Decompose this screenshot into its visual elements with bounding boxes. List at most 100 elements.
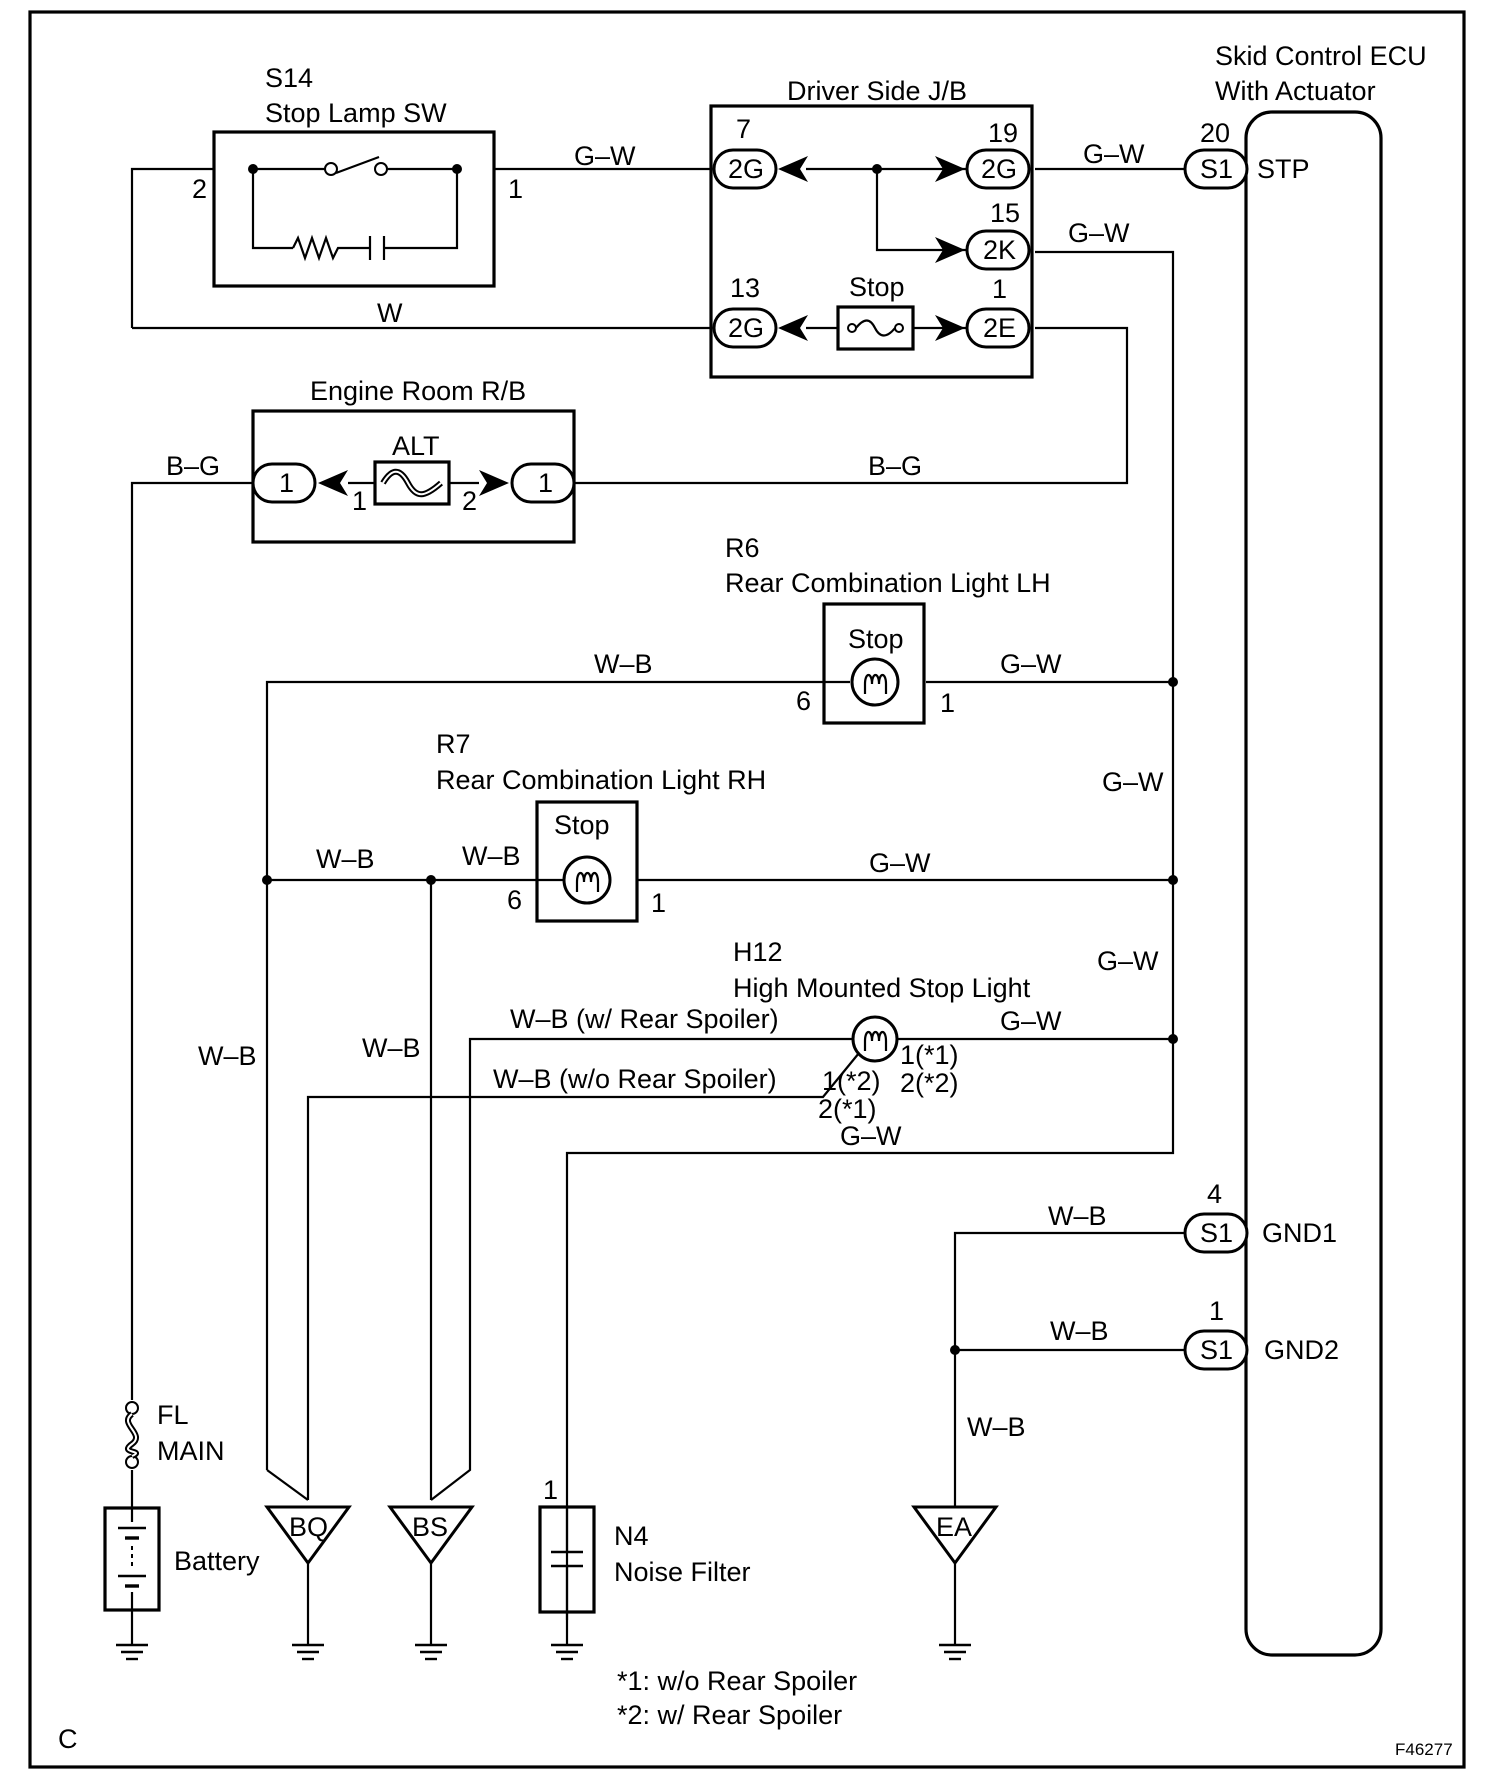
n4-id: N4: [614, 1521, 649, 1551]
ecu-terminal-gnd2: GND2: [1264, 1335, 1339, 1365]
r7-name: Rear Combination Light RH: [436, 765, 766, 795]
ground-point-bs: BS: [387, 1505, 475, 1566]
rb-connector-left: 1: [279, 468, 294, 498]
s14-pin-2: 2: [192, 174, 207, 204]
rb-name: Engine Room R/B: [310, 376, 526, 406]
ground-point-bq: BQ: [264, 1505, 352, 1566]
wire-label-gw-stp: G–W: [1083, 139, 1145, 169]
jb-pin-19: 19: [988, 118, 1018, 148]
battery-label: Battery: [174, 1546, 260, 1576]
n4-pin-1: 1: [543, 1475, 558, 1505]
h12-pin-l2: 2(*1): [818, 1094, 877, 1124]
high-mounted-stop-light: H12 High Mounted Stop Light 1(*1) 2(*2) …: [733, 937, 1031, 1124]
driver-side-junction-block: Driver Side J/B 7 2G 13 2G 19 2G 15 2K 1…: [709, 76, 1034, 379]
jb-pin-7: 7: [736, 114, 751, 144]
wire-label-wb-r7-b: W–B: [462, 841, 521, 871]
ecu-terminal-stp: STP: [1257, 154, 1310, 184]
r6-id: R6: [725, 533, 760, 563]
jb-pin-1: 1: [992, 274, 1007, 304]
s14-name: Stop Lamp SW: [265, 98, 447, 128]
r6-pin-6: 6: [796, 686, 811, 716]
wire-label-w: W: [377, 298, 403, 328]
wire-label-wb-bs: W–B: [362, 1033, 421, 1063]
wire-label-gw-2k: G–W: [1068, 218, 1130, 248]
ground-point-ea: EA: [911, 1505, 999, 1566]
r6-pin-1: 1: [940, 688, 955, 718]
wire-label-wb-ea: W–B: [967, 1412, 1026, 1442]
ecu-pin-4: 4: [1207, 1179, 1222, 1209]
jb-fuse-label: Stop: [849, 272, 905, 302]
note-1: *1: w/o Rear Spoiler: [617, 1666, 857, 1696]
wire-label-wb-r7-a: W–B: [316, 844, 375, 874]
ecu-connector-s1-gnd2: S1: [1200, 1335, 1233, 1365]
ecu-connector-s1-stp: S1: [1200, 154, 1233, 184]
ground-ea-label: EA: [936, 1512, 972, 1542]
rear-combination-light-lh: R6 Rear Combination Light LH Stop 6 1: [725, 533, 1051, 725]
noise-filter: 1 N4 Noise Filter: [538, 1475, 751, 1614]
battery: Battery: [103, 1506, 260, 1612]
h12-pin-l1: 1(*2): [822, 1066, 881, 1096]
ecu-name-line1: Skid Control ECU: [1215, 41, 1427, 71]
ground-bs-label: BS: [412, 1512, 448, 1542]
h12-name: High Mounted Stop Light: [733, 973, 1031, 1003]
jb-name: Driver Side J/B: [787, 76, 967, 106]
note-2: *2: w/ Rear Spoiler: [617, 1700, 842, 1730]
wire-label-wb-r6: W–B: [594, 649, 653, 679]
n4-name: Noise Filter: [614, 1557, 751, 1587]
wire-label-wb-gnd1: W–B: [1048, 1201, 1107, 1231]
figure-number: F46277: [1395, 1740, 1453, 1759]
footnotes: *1: w/o Rear Spoiler *2: w/ Rear Spoiler…: [58, 1666, 1453, 1759]
fl-label-1: FL: [157, 1400, 189, 1430]
s14-id: S14: [265, 63, 313, 93]
wire-label-bg-left: B–G: [166, 451, 220, 481]
wire-label-gw-n4: G–W: [840, 1121, 902, 1151]
jb-connector-2g-13: 2G: [728, 313, 764, 343]
jb-connector-2k-15: 2K: [983, 235, 1016, 265]
wires: [130, 167, 1185, 1644]
wire-label-gw-vert-1: G–W: [1102, 767, 1164, 797]
rb-pin-1: 1: [352, 486, 367, 516]
rb-pin-2: 2: [462, 486, 477, 516]
wire-labels: G–W G–W G–W W B–G B–G W–B G–W G–W W–B W–…: [166, 139, 1164, 1442]
stop-lamp-switch: S14 Stop Lamp SW 2 1: [192, 63, 523, 288]
wire-label-wb-without-spoiler: W–B (w/o Rear Spoiler): [493, 1064, 777, 1094]
h12-pin-r2: 2(*2): [900, 1068, 959, 1098]
s14-pin-1: 1: [508, 174, 523, 204]
diagram-frame: [28, 10, 1466, 1769]
wire-label-gw-r7: G–W: [869, 848, 931, 878]
engine-room-relay-block: Engine Room R/B 1 1 ALT 1 2: [251, 376, 576, 544]
wire-label-wb-with-spoiler: W–B (w/ Rear Spoiler): [510, 1004, 779, 1034]
h12-pin-r1: 1(*1): [900, 1040, 959, 1070]
jb-connector-2e-1: 2E: [983, 313, 1016, 343]
wire-label-gw-h12: G–W: [1000, 1006, 1062, 1036]
jb-pin-15: 15: [990, 198, 1020, 228]
wire-label-wb-bq: W–B: [198, 1041, 257, 1071]
wire-label-wb-gnd2: W–B: [1050, 1316, 1109, 1346]
wire-label-gw-r6: G–W: [1000, 649, 1062, 679]
h12-id: H12: [733, 937, 783, 967]
jb-connector-2g-19: 2G: [981, 154, 1017, 184]
jb-connector-2g-7: 2G: [728, 154, 764, 184]
wire-label-bg-right: B–G: [868, 451, 922, 481]
ecu-terminal-gnd1: GND1: [1262, 1218, 1337, 1248]
corner-letter: C: [58, 1724, 78, 1754]
wire-label-gw-vert-2: G–W: [1097, 946, 1159, 976]
r7-id: R7: [436, 729, 471, 759]
rb-connector-right: 1: [538, 468, 553, 498]
junction-dots: [248, 164, 1178, 1355]
ecu-connector-s1-gnd1: S1: [1200, 1218, 1233, 1248]
r7-bulb-label: Stop: [554, 810, 610, 840]
ground-bq-label: BQ: [289, 1512, 328, 1542]
jb-pin-13: 13: [730, 273, 760, 303]
ecu-pin-1: 1: [1209, 1296, 1224, 1326]
skid-control-ecu: Skid Control ECU With Actuator 20 S1 STP…: [1183, 41, 1427, 1657]
wire-label-gw-sw: G–W: [574, 141, 636, 171]
ecu-name-line2: With Actuator: [1215, 76, 1376, 106]
r6-name: Rear Combination Light LH: [725, 568, 1051, 598]
alt-fuse-label: ALT: [392, 431, 440, 461]
ecu-pin-20: 20: [1200, 118, 1230, 148]
fusible-link-main: FL MAIN: [125, 1400, 225, 1469]
r6-bulb-label: Stop: [848, 624, 904, 654]
r7-pin-1: 1: [651, 888, 666, 918]
